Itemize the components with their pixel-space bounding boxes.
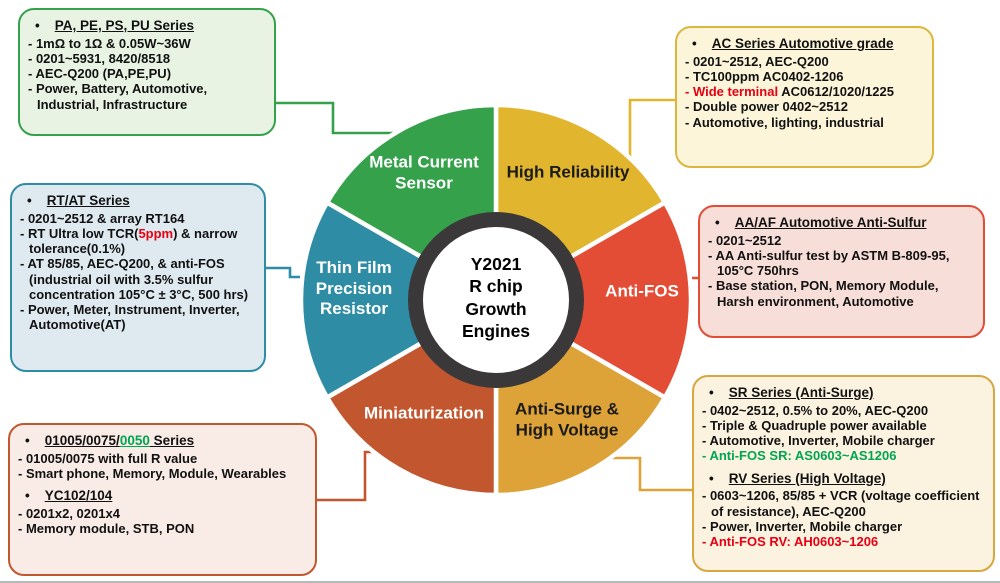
section-title: • 01005/0075/0050 Series — [18, 433, 306, 449]
bullet-icon: • — [715, 215, 720, 230]
box-pa-pe-ps-pu-series: • PA, PE, PS, PU Series - 1mΩ to 1Ω & 0.05… — [18, 8, 276, 136]
bullet-icon: • — [35, 18, 40, 33]
detail-line: - Power, Meter, Instrument, Inverter, Au… — [20, 302, 240, 333]
section-title-text: AC Series Automotive grade — [711, 36, 894, 51]
detail-line: - RT Ultra low TCR(5ppm) & narrow tolera… — [20, 225, 238, 257]
section-title-text: RT/AT Series — [46, 193, 130, 208]
section-title-text: RV Series (High Voltage) — [728, 470, 886, 486]
box-01005-yc-series: • 01005/0075/0050 Series - 01005/0075 with… — [8, 423, 317, 576]
box-sr-rv-series: • SR Series (Anti-Surge) - 0402~2512, 0.5%… — [692, 375, 995, 572]
bullet-icon: • — [709, 470, 714, 486]
section-title: • SR Series (Anti-Surge) — [702, 385, 984, 401]
detail-line: - Power, Battery, Automotive, Industrial… — [28, 81, 208, 112]
section-title: • YC102/104 — [18, 488, 306, 504]
bullet-icon: • — [25, 433, 30, 448]
section-title-text: YC102/104 — [44, 488, 113, 504]
segment-label-miniaturization: Miniaturization — [364, 403, 484, 423]
section-title: • RV Series (High Voltage) — [702, 471, 984, 487]
detail-line: - Anti-FOS RV: AH0603~1206 — [702, 533, 879, 549]
detail-line: - Smart phone, Memory, Module, Wearables — [18, 465, 287, 481]
section-title-text: 01005/0075/0050 Series — [44, 433, 195, 448]
detail-line: - 0201~2512 & array RT164 — [20, 210, 185, 226]
segment-label-anti-surge: Anti-Surge & High Voltage — [515, 399, 619, 439]
detail-line: - Base station, PON, Memory Module, Hars… — [708, 278, 939, 309]
segment-label-thin-film: Thin Film Precision Resistor — [315, 257, 393, 319]
section-title-text: AA/AF Automotive Anti-Sulfur — [734, 215, 927, 230]
section-title-text: SR Series (Anti-Surge) — [728, 385, 874, 400]
section-title-text: PA, PE, PS, PU Series — [54, 18, 195, 33]
bullet-icon: • — [25, 488, 30, 504]
detail-line: - TC100ppm AC0402-1206 — [685, 68, 844, 84]
segment-label-anti-fos: Anti-FOS — [605, 281, 679, 301]
detail-line: - 0603~1206, 85/85 + VCR (voltage coeffi… — [702, 488, 980, 519]
box-rt-at-series: •RT/AT Series- 0201~2512 & array RT164- … — [10, 183, 266, 372]
detail-line: - 0402~2512, 0.5% to 20%, AEC-Q200 — [702, 402, 929, 418]
detail-line: - Double power 0402~2512 — [685, 99, 848, 115]
detail-line: - 0201~2512, AEC-Q200 — [685, 53, 829, 69]
detail-line: - 01005/0075 with full R value — [18, 450, 198, 466]
detail-line: - 0201~5931, 8420/8518 — [28, 50, 171, 66]
bullet-icon: • — [709, 385, 714, 400]
detail-line: - Anti-FOS SR: AS0603~AS1206 — [702, 448, 897, 464]
detail-line: - Memory module, STB, PON — [18, 521, 195, 537]
detail-line: - Automotive, lighting, industrial — [685, 114, 884, 130]
detail-line: - Automotive, Inverter, Mobile charger — [702, 433, 935, 449]
detail-line: - 1mΩ to 1Ω & 0.05W~36W — [28, 35, 191, 51]
box-ac-series: • AC Series Automotive grade - 0201~2512, … — [675, 26, 934, 168]
detail-line: - 0201x2, 0201x4 — [18, 505, 120, 521]
detail-line: - Wide terminal AC0612/1020/1225 — [685, 84, 894, 100]
section-title: • RT/AT Series — [20, 193, 255, 209]
detail-line: - 0201~2512 — [708, 232, 782, 248]
bullet-icon: • — [27, 193, 32, 208]
section-title: • PA, PE, PS, PU Series — [28, 18, 265, 34]
box-aa-af-series: • AA/AF Automotive Anti-Sulfur - 0201~2512… — [698, 205, 985, 338]
detail-line: - AT 85/85, AEC-Q200, & anti-FOS (indust… — [20, 256, 249, 302]
detail-line: - AEC-Q200 (PA,PE,PU) — [28, 66, 172, 82]
detail-line: - Triple & Quadruple power available — [702, 417, 927, 433]
detail-line: - AA Anti-sulfur test by ASTM B-809-95, … — [708, 247, 950, 279]
detail-line: - Power, Inverter, Mobile charger — [702, 518, 903, 534]
section-title: • AA/AF Automotive Anti-Sulfur — [708, 215, 974, 231]
section-title: • AC Series Automotive grade — [685, 36, 923, 52]
segment-label-metal-current-sensor: Metal Current Sensor — [369, 152, 479, 192]
bullet-icon: • — [692, 36, 697, 51]
segment-label-high-reliability: High Reliability — [506, 162, 630, 182]
